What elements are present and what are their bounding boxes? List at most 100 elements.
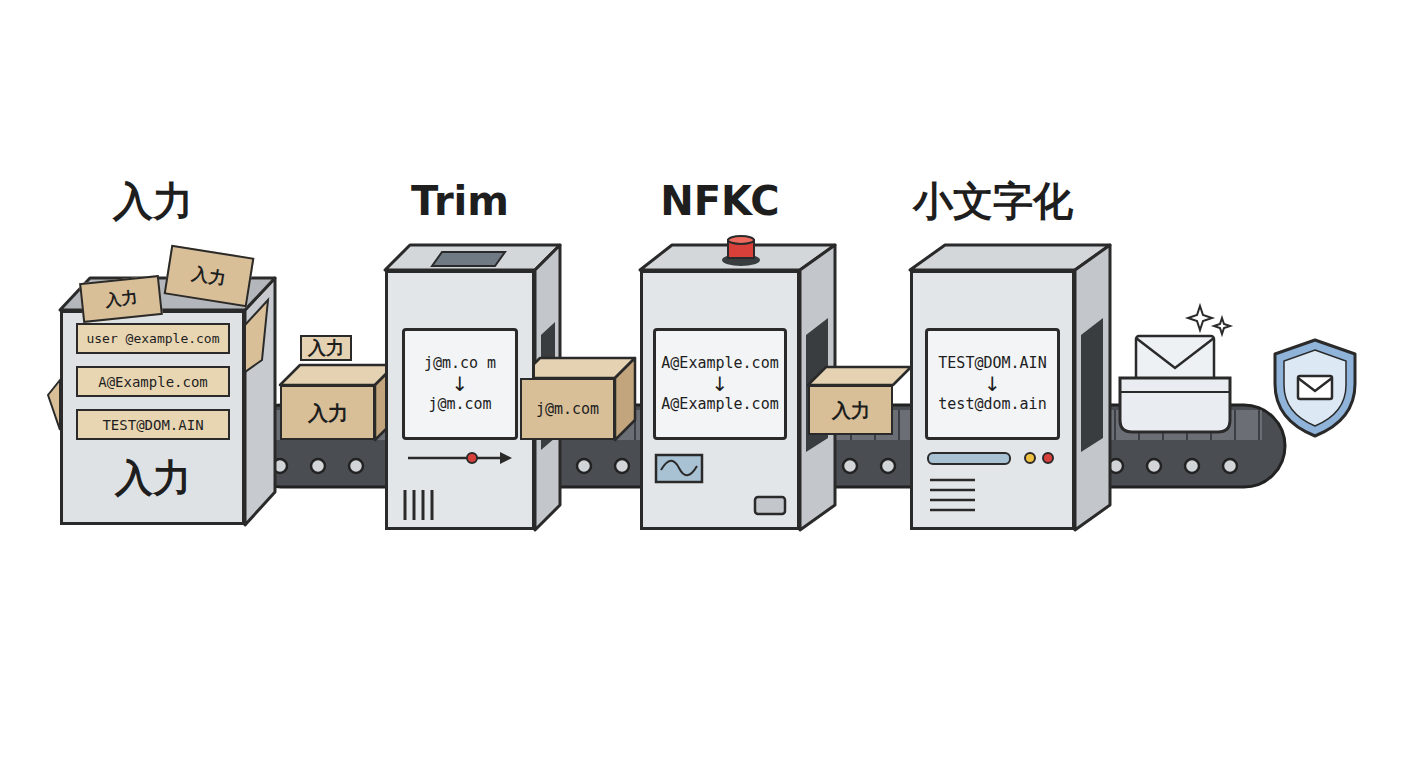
bin-side (245, 278, 275, 525)
sparkle (1214, 318, 1230, 334)
nfkc-machine: NFKCA@Example.com↓A@Example.com (640, 270, 800, 530)
belt-slat (1234, 410, 1236, 440)
lowercase-decor (928, 453, 1053, 510)
parcel-label: 入力 (191, 265, 227, 287)
box-side (615, 358, 635, 440)
email-text: TEST@DOM.AIN (102, 417, 203, 433)
vent-line (413, 490, 416, 520)
trim-machine: Trimj@m.co m↓j@m.com (385, 270, 535, 530)
belt-slat (1162, 410, 1164, 440)
vent-line (930, 489, 975, 492)
email-card: user @example.com (76, 323, 230, 354)
nfkc-machine-shape (640, 236, 835, 530)
parcel-label: 入力 (308, 403, 348, 423)
wave-line (661, 461, 697, 476)
progress-head (500, 452, 512, 464)
vent-line (930, 479, 975, 482)
bin-label: 入力 (63, 459, 242, 497)
stage-heading: NFKC (660, 181, 779, 221)
shield (1275, 340, 1355, 436)
output-tray (1120, 306, 1230, 432)
status-bar (928, 453, 1010, 464)
small-panel (755, 497, 785, 514)
parcel-tag: 入力 (300, 335, 352, 361)
box-shapes (280, 358, 911, 440)
parcel-label: j@m.com (536, 400, 599, 418)
red-button-top (728, 236, 754, 244)
email-text: A@Example.com (98, 374, 208, 390)
shield-icon (1275, 340, 1355, 436)
machine-top (385, 245, 560, 270)
stage-heading: Trim (411, 181, 509, 221)
parcel-box: 入力 (808, 385, 893, 435)
output-value: test@dom.ain (938, 395, 1046, 415)
email-text: user @example.com (86, 331, 219, 346)
envelope (1136, 336, 1214, 392)
lowercase-machine-shape (910, 245, 1110, 530)
input-value: TEST@DOM.AIN (938, 354, 1046, 374)
belt-slat (1186, 410, 1188, 440)
stage-heading: 入力 (113, 181, 193, 221)
machine-screen: j@m.co m↓j@m.com (402, 328, 518, 440)
email-card: TEST@DOM.AIN (76, 409, 230, 440)
machine-screen: TEST@DOM.AIN↓test@dom.ain (925, 328, 1060, 440)
machine-side (1075, 245, 1110, 530)
belt-roller (1185, 459, 1199, 473)
belt-roller (843, 459, 857, 473)
progress-line (408, 457, 500, 460)
output-value: A@Example.com (661, 395, 778, 415)
belt-roller (1223, 459, 1237, 473)
machine-opening (1081, 318, 1103, 452)
status-light (1043, 453, 1053, 463)
progress-dot (467, 453, 477, 463)
vent-line (930, 499, 975, 502)
parcel-label: 入力 (832, 401, 870, 420)
lowercase-machine: 小文字化TEST@DOM.AIN↓test@dom.ain (910, 270, 1075, 530)
belt-roller (311, 459, 325, 473)
belt-roller (881, 459, 895, 473)
machine-screen: A@Example.com↓A@Example.com (653, 328, 787, 440)
belt-slat (1138, 410, 1140, 440)
sparkle (1188, 306, 1212, 330)
shield-inner (1284, 350, 1346, 426)
tray (1120, 378, 1230, 432)
tray-rim (1120, 391, 1230, 393)
vent-line (422, 490, 425, 520)
belt-slat (1210, 410, 1212, 440)
parcel-box: 入力入力 (280, 385, 375, 440)
belt-roller (1147, 459, 1161, 473)
vent-line (404, 490, 407, 520)
input-value: j@m.co m (424, 354, 496, 374)
input-bin: 入力入力user @example.comA@Example.comTEST@D… (60, 310, 245, 525)
email-card: A@Example.com (76, 366, 230, 397)
shield-envelope (1298, 376, 1332, 399)
machine-panel (432, 252, 505, 266)
belt-roller (577, 459, 591, 473)
box-top (808, 367, 911, 385)
output-value: j@m.com (428, 395, 491, 415)
shield-envelope-flap (1298, 378, 1332, 391)
screen-arrow: ↓ (712, 373, 729, 395)
screen-arrow: ↓ (984, 373, 1001, 395)
status-light (1025, 453, 1035, 463)
belt-slat (898, 410, 900, 440)
parcel-box: 入力 (164, 245, 255, 308)
vent-line (930, 509, 975, 512)
belt-slat (1258, 410, 1260, 440)
trim-decor (405, 452, 512, 520)
envelope-flap (1136, 338, 1214, 368)
parcel-box: j@m.com (520, 378, 615, 440)
belt-roller (615, 459, 629, 473)
nfkc-decor (656, 455, 785, 514)
wave-display (656, 455, 702, 482)
belt-roller (349, 459, 363, 473)
parcel-label: 入力 (104, 289, 137, 308)
bin-flap (48, 380, 60, 430)
parcel-box: 入力 (79, 275, 163, 323)
screen-arrow: ↓ (452, 373, 469, 395)
input-value: A@Example.com (661, 354, 778, 374)
stage-heading: 小文字化 (913, 181, 1073, 221)
bin-flap (245, 300, 268, 372)
